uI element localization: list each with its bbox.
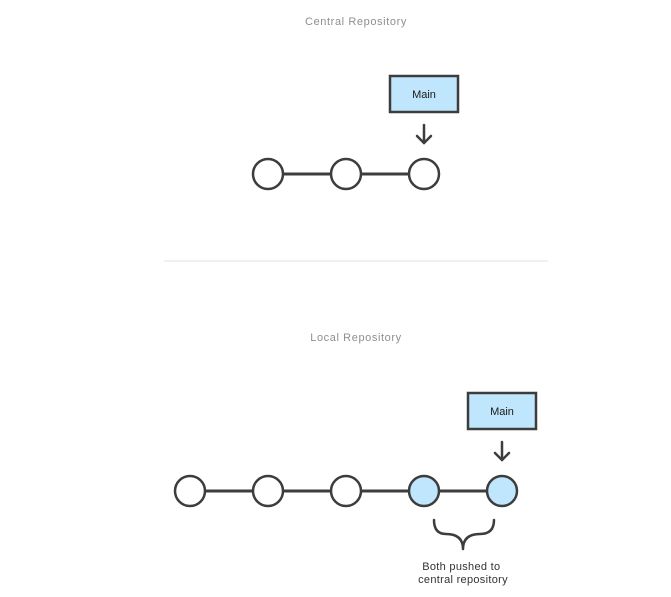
pushed-commits-note-line-2: central repository: [418, 574, 508, 586]
local-main-branch-label: Main: [466, 391, 538, 431]
central-commit-node: [251, 157, 285, 191]
pushed-commits-brace-icon: [432, 518, 496, 551]
central-commit-chain: [251, 157, 441, 191]
local-commit-node: [173, 474, 207, 508]
central-main-branch-label: Main: [388, 74, 460, 114]
local-main-branch-text: Main: [490, 406, 514, 418]
local-repository-title: Local Repository: [310, 332, 402, 344]
central-main-branch-text: Main: [412, 89, 436, 101]
local-branch-arrow-icon: [493, 440, 511, 462]
central-repository-section: Central Repository Main: [251, 16, 460, 191]
central-main-branch-box: [388, 74, 460, 114]
pushed-commits-note-line-1: Both pushed to: [422, 561, 500, 573]
central-commit-node: [407, 157, 441, 191]
local-main-branch-box: [466, 391, 538, 431]
local-commit-node: [251, 474, 285, 508]
pushed-commits-note: Both pushed to central repository: [418, 561, 508, 586]
local-commit-chain: [173, 474, 519, 508]
local-repository-section: Local Repository Main Both pushed to cen…: [173, 332, 538, 586]
local-commit-node: [407, 474, 441, 508]
local-commit-node: [329, 474, 363, 508]
local-commit-node: [485, 474, 519, 508]
central-commit-node: [329, 157, 363, 191]
central-branch-arrow-icon: [415, 123, 433, 145]
central-repository-title: Central Repository: [305, 16, 407, 28]
